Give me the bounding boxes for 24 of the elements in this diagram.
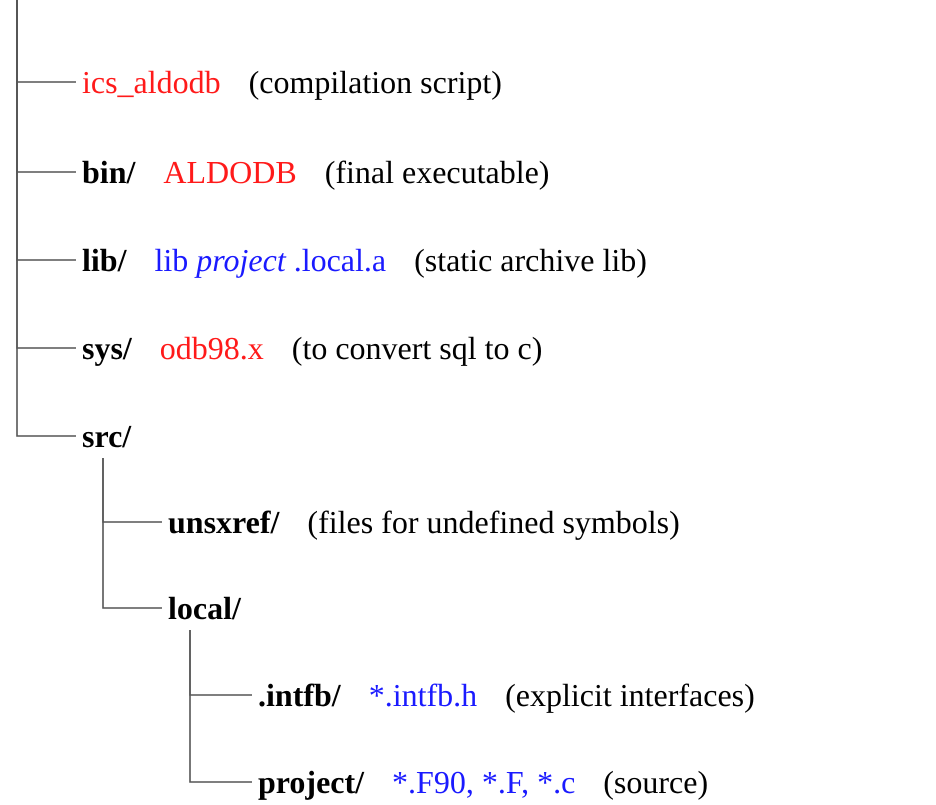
file-name: odb98.x [160,329,264,368]
description-text: (static archive lib) [414,241,647,280]
description-text: (to convert sql to c) [292,329,542,368]
description-text: (source) [603,763,708,802]
folder-name: unsxref/ [168,503,280,542]
file-name: *.intfb.h [368,676,478,715]
folder-name: src/ [82,417,132,456]
description-text: (files for undefined symbols) [307,503,680,542]
file-name: ics_aldodb [82,63,221,102]
folder-name: local/ [168,589,241,628]
file-name: ALDODB [163,153,297,192]
description-text: (final executable) [324,153,550,192]
folder-name: .intfb/ [258,676,341,715]
file-name: *.F90, *.F, *.c [392,763,576,802]
folder-name: project/ [258,763,364,802]
tree-connector [16,0,76,437]
folder-name: sys/ [82,329,132,368]
file-name: lib project .local.a [154,241,386,280]
tree-connector [102,458,162,609]
tree-connector [189,630,252,783]
description-text: (explicit interfaces) [505,676,755,715]
folder-name: bin/ [82,153,136,192]
folder-name: lib/ [82,241,126,280]
description-text: (compilation script) [248,63,502,102]
